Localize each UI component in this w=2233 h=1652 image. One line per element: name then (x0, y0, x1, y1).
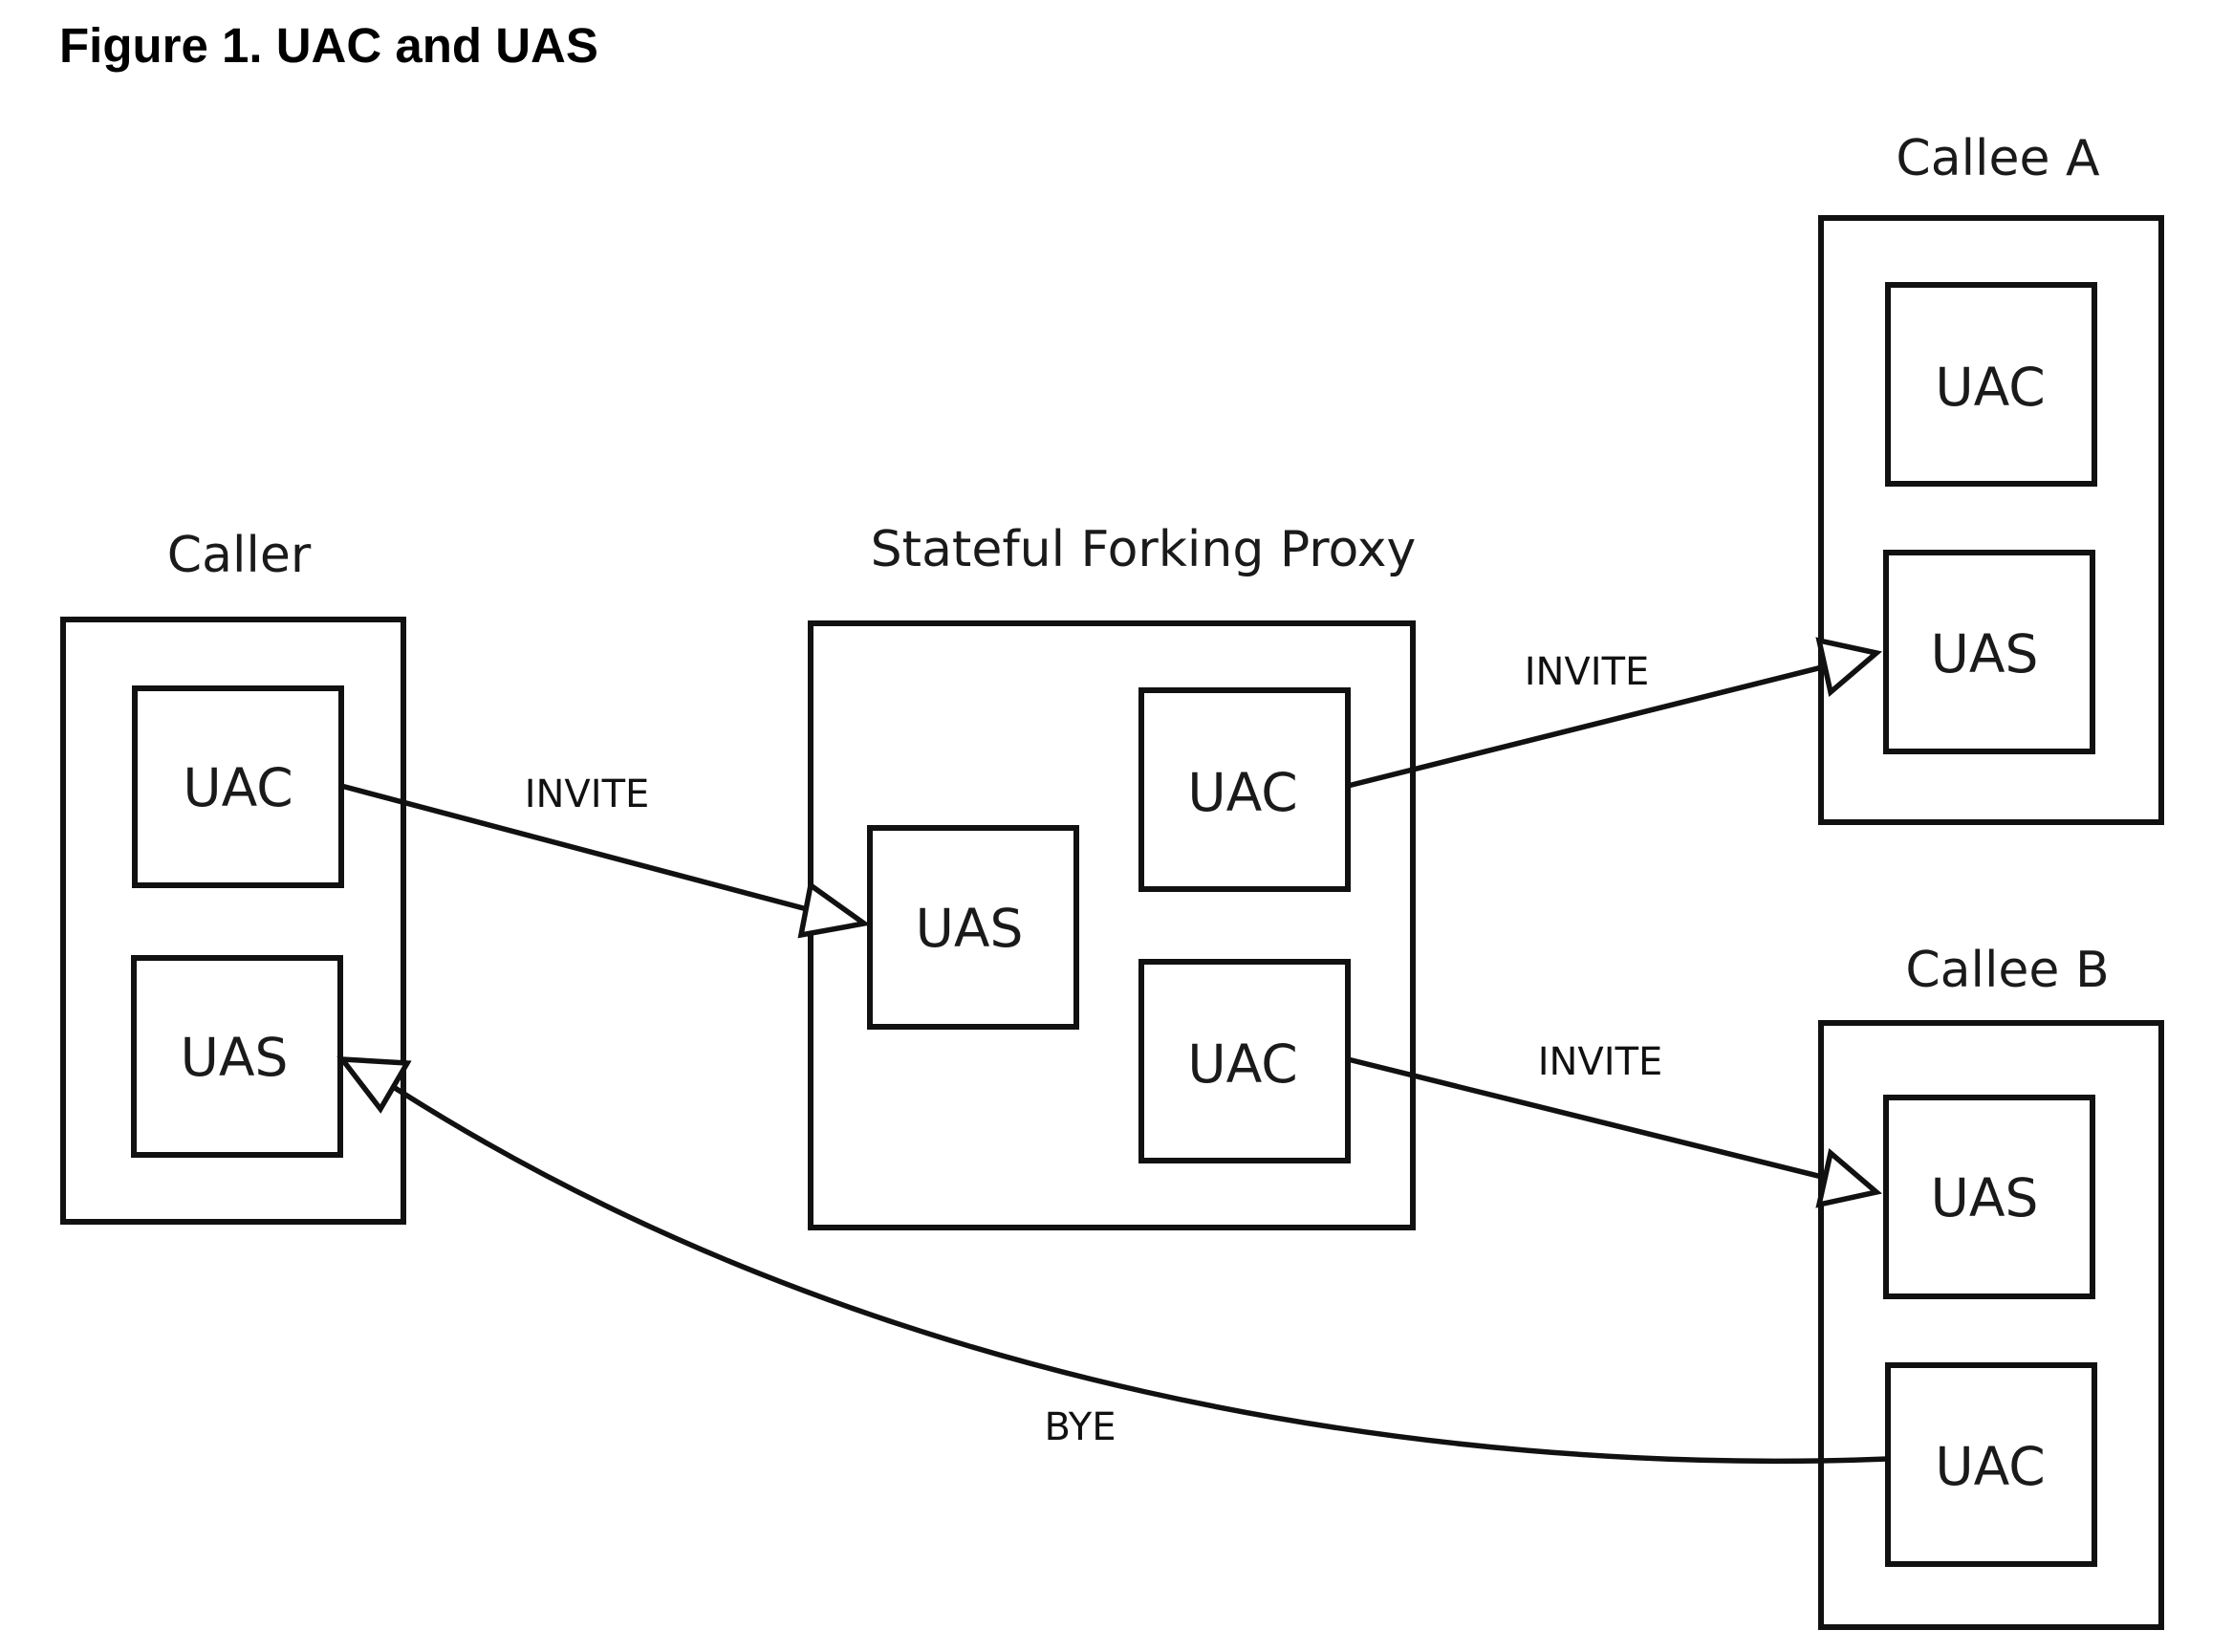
callee-b-group: Callee B UAS UAC (1818, 942, 2164, 1630)
invite-label-caller-to-proxy: INVITE (525, 772, 650, 816)
callee-b-uas-box (1883, 1095, 2095, 1299)
proxy-uac-top-box (1138, 687, 1351, 892)
callee-a-group: Callee A UAC UAS (1818, 130, 2164, 825)
invite-arrowhead-proxy-to-callee-b (1815, 1147, 1883, 1208)
bye-label-callee-b-to-caller: BYE (1045, 1405, 1116, 1449)
bye-line-callee-b-to-caller (390, 1083, 1889, 1465)
invite-arrow-proxy-to-callee-b: INVITE (1347, 1040, 1883, 1208)
proxy-label: Stateful Forking Proxy (871, 521, 1417, 578)
invite-label-proxy-to-callee-b: INVITE (1538, 1040, 1663, 1084)
proxy-uas-box (867, 825, 1079, 1030)
callee-b-uac-box (1885, 1362, 2097, 1567)
bye-arrow-callee-b-to-caller: BYE (336, 1055, 1889, 1465)
invite-arrowhead-proxy-to-callee-a (1815, 637, 1883, 698)
proxy-group: Stateful Forking Proxy UAS UAC UAC (808, 521, 1417, 1230)
proxy-uac-top-label: UAC (1187, 762, 1297, 823)
caller-uac-label: UAC (183, 757, 293, 818)
caller-uac-box (132, 685, 344, 888)
callee-b-uac-label: UAC (1935, 1436, 2045, 1497)
invite-arrowhead-caller-to-proxy (797, 880, 871, 939)
callee-b-uas-label: UAS (1931, 1167, 2039, 1228)
invite-line-proxy-to-callee-a (1347, 663, 1827, 789)
invite-line-caller-to-proxy (340, 783, 812, 913)
invite-label-proxy-to-callee-a: INVITE (1525, 650, 1650, 694)
figure-title: Figure 1. UAC and UAS (59, 18, 598, 73)
caller-uas-label: UAS (181, 1027, 289, 1088)
caller-group: Caller UAC UAS (60, 527, 406, 1225)
proxy-uac-bottom-label: UAC (1187, 1033, 1297, 1095)
callee-a-uas-label: UAS (1931, 623, 2039, 685)
callee-a-label: Callee A (1896, 130, 2100, 187)
bye-arrowhead-callee-b-to-caller (336, 1055, 412, 1114)
caller-label: Caller (167, 527, 312, 584)
callee-b-label: Callee B (1905, 942, 2109, 999)
callee-a-uac-label: UAC (1935, 357, 2045, 418)
invite-arrow-proxy-to-callee-a: INVITE (1347, 637, 1883, 789)
invite-arrow-caller-to-proxy: INVITE (340, 772, 871, 939)
callee-a-uac-box (1885, 282, 2097, 487)
callee-a-uas-box (1883, 550, 2095, 754)
caller-uas-box (131, 955, 343, 1158)
invite-line-proxy-to-callee-b (1347, 1056, 1827, 1181)
proxy-uas-label: UAS (916, 898, 1024, 959)
